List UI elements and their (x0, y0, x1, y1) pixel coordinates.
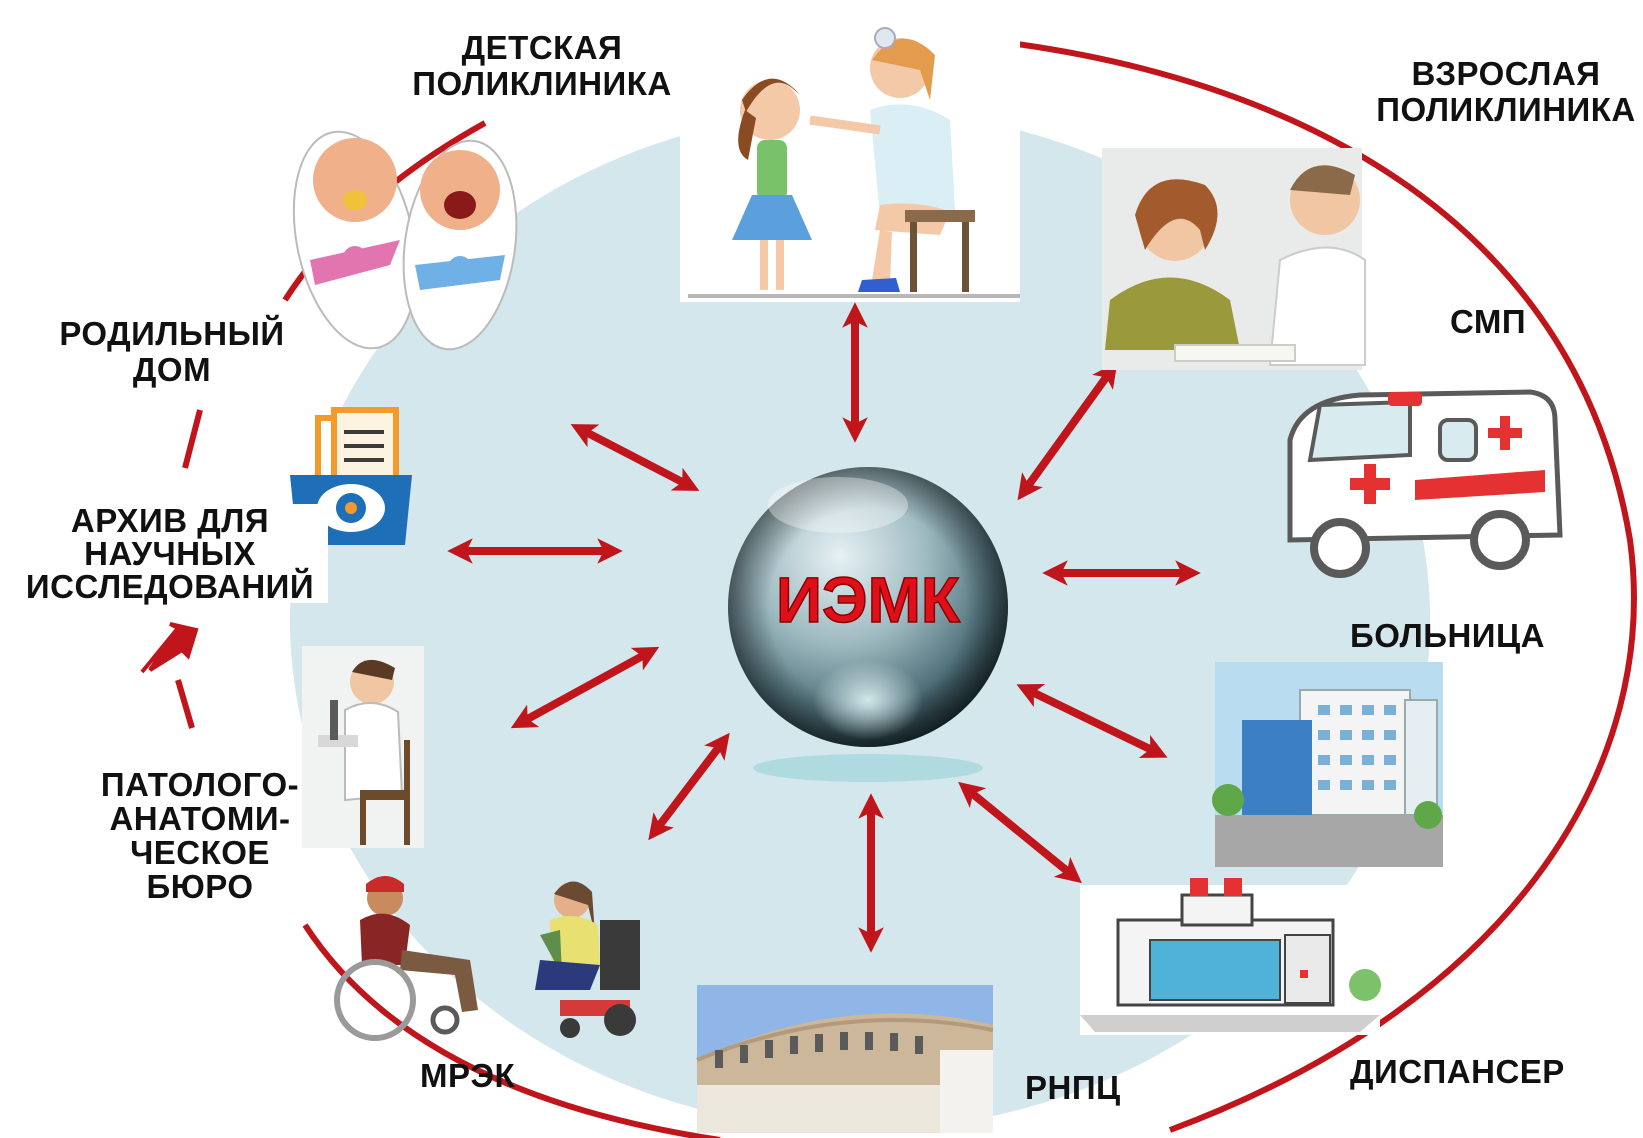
ambulance-illustration (1287, 389, 1563, 578)
label-hospital: БОЛЬНИЦА (1350, 617, 1545, 654)
label-smp: СМП (1450, 303, 1527, 340)
connection-arrows (447, 302, 1201, 953)
outer-ring-right (727, 27, 1637, 1133)
label-pathology-bureau: ПАТОЛОГО- АНАТОМИ- ЧЕСКОЕ БЮРО (100, 766, 300, 905)
arrow-mrek (648, 732, 730, 841)
arrow-maternity-home (570, 424, 700, 491)
babies-illustration (292, 130, 518, 351)
archive-flow-arrow (140, 622, 199, 674)
label-mrek: МРЭК (420, 1057, 516, 1094)
label-research-archive: АРХИВ ДЛЯ НАУЧНЫХ ИССЛЕДОВАНИЙ (12, 504, 328, 603)
archive-folder-icon (290, 407, 412, 545)
label-maternity-home: РОДИЛЬНЫЙ ДОМ (59, 315, 285, 388)
central-sphere (728, 467, 1008, 782)
arrow-adult-polyclinic (1017, 361, 1118, 501)
wheelchair-users-illustration (334, 876, 640, 1041)
dispensary-building-illustration (1080, 878, 1381, 1035)
arrow-pathology-bureau (510, 646, 660, 729)
label-rnpc: РНПЦ (1025, 1069, 1121, 1106)
pathologist-microscope-illustration (302, 646, 424, 848)
label-childrens-polyclinic: ДЕТСКАЯ ПОЛИКЛИНИКА (412, 29, 672, 102)
hospital-building-illustration (1212, 662, 1443, 867)
arrow-hospital (1016, 684, 1168, 758)
center-label: ИЭМК (776, 564, 961, 636)
doctor-patient-illustration (1102, 148, 1366, 370)
outer-ring-bottom (302, 923, 721, 1138)
rnpc-building-illustration (696, 985, 994, 1133)
arrow-dispensary (958, 781, 1082, 884)
label-adult-polyclinic: ВЗРОСЛАЯ ПОЛИКЛИНИКА (1376, 56, 1636, 128)
outer-ring-left-lower (175, 679, 195, 729)
label-dispensary: ДИСПАНСЕР (1350, 1053, 1565, 1090)
doctor-child-illustration (680, 12, 1020, 302)
outer-ring-left (182, 409, 203, 469)
